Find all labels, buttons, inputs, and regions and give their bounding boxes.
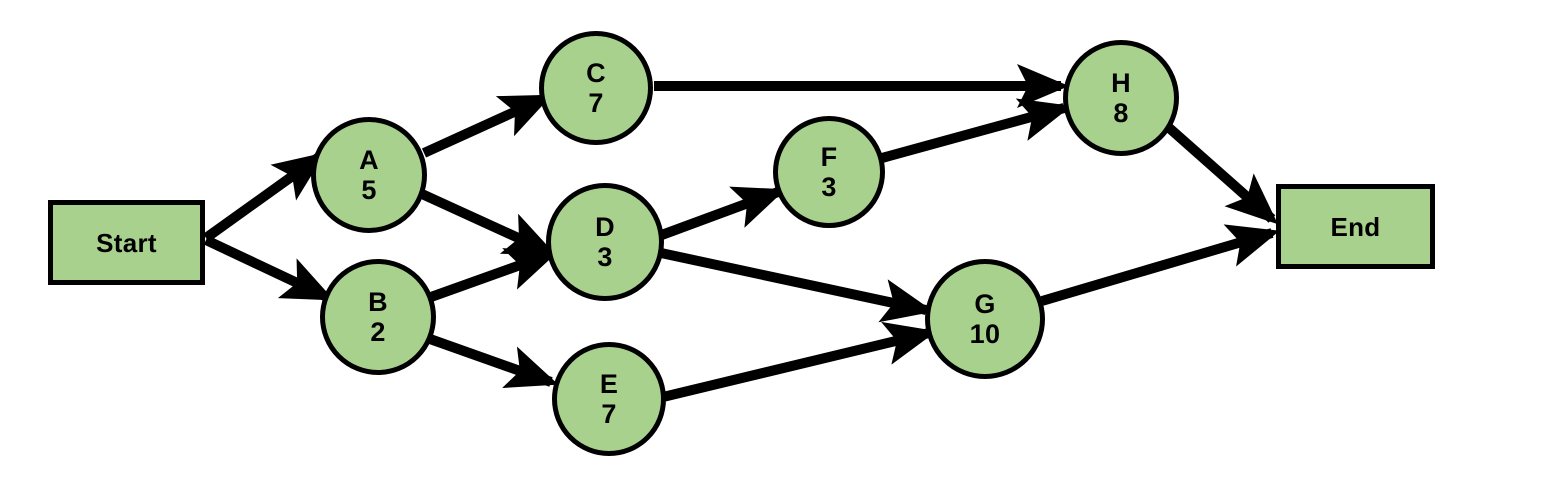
node-h-duration: 8 bbox=[1113, 98, 1129, 128]
node-b-label: B bbox=[368, 286, 388, 317]
node-b-duration: 2 bbox=[370, 317, 386, 347]
node-c-label: C bbox=[586, 57, 606, 88]
edge-b-e bbox=[428, 334, 559, 388]
edge-a-d bbox=[419, 189, 557, 257]
edge-d-g bbox=[659, 248, 934, 323]
edge-g-end bbox=[1040, 224, 1280, 306]
node-g-label: G bbox=[974, 288, 996, 319]
edge-d-f bbox=[657, 186, 786, 241]
edge-f-h bbox=[880, 98, 1072, 163]
edge-a-c bbox=[421, 93, 553, 158]
edge-b-d bbox=[429, 248, 559, 302]
node-d-label: D bbox=[595, 211, 615, 242]
node-a-label: A bbox=[359, 144, 379, 175]
node-e-label: E bbox=[599, 368, 619, 399]
node-g-duration: 10 bbox=[969, 319, 1001, 349]
node-h-label: H bbox=[1111, 67, 1131, 98]
node-f-label: F bbox=[820, 141, 838, 172]
edges-group bbox=[203, 63, 1280, 402]
edge-start-a bbox=[203, 152, 326, 243]
edge-start-b bbox=[203, 235, 335, 302]
terminal-end[interactable]: End bbox=[1276, 184, 1435, 269]
edge-e-g bbox=[661, 321, 937, 402]
edge-h-end bbox=[1163, 122, 1278, 225]
terminal-end-label: End bbox=[1330, 211, 1381, 242]
terminal-start[interactable]: Start bbox=[48, 200, 205, 285]
node-c-duration: 7 bbox=[588, 88, 604, 118]
node-f-duration: 3 bbox=[821, 172, 837, 202]
node-e-duration: 7 bbox=[601, 399, 617, 429]
node-a-duration: 5 bbox=[361, 175, 377, 205]
terminal-start-label: Start bbox=[96, 227, 157, 258]
node-d-duration: 3 bbox=[597, 242, 613, 272]
